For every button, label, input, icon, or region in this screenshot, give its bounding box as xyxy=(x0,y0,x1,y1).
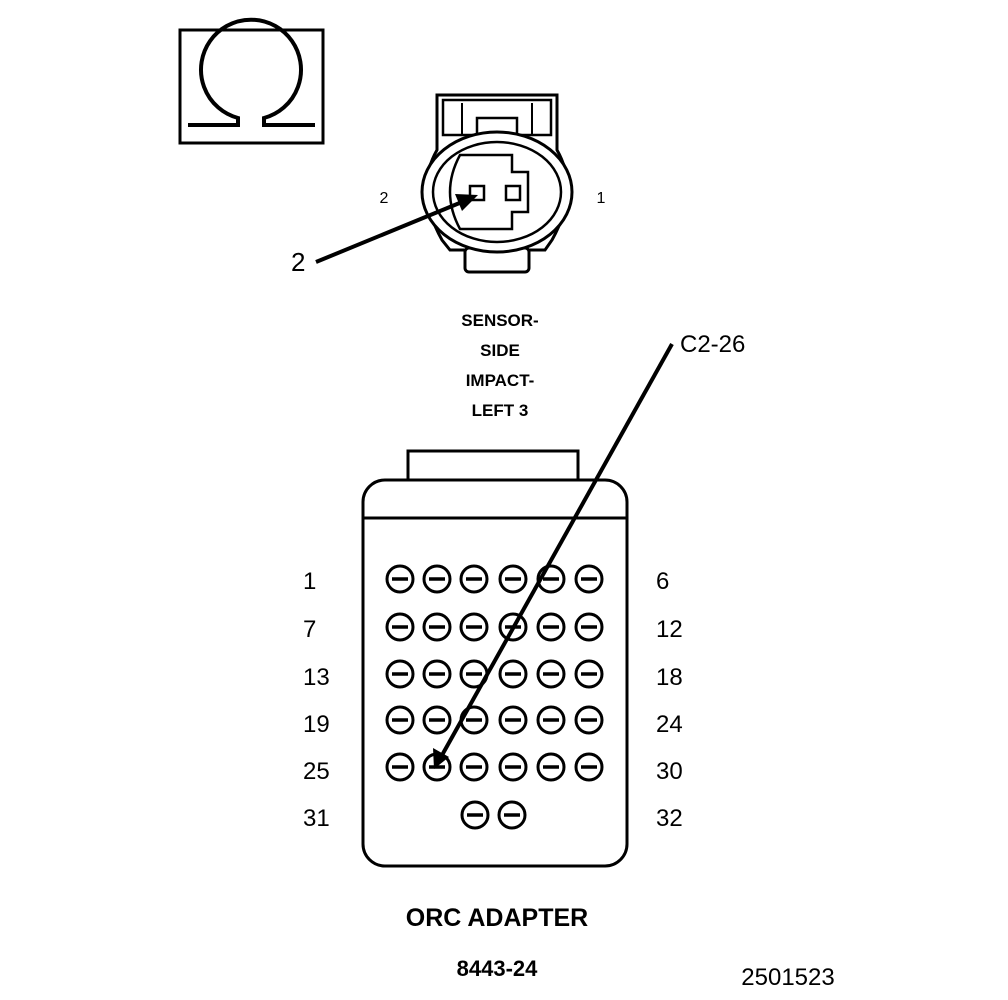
adapter-title: ORC ADAPTER xyxy=(406,904,588,932)
ohmmeter-symbol xyxy=(178,17,325,145)
adapter-row-label-right: 12 xyxy=(656,616,683,643)
sensor-callout-leader xyxy=(315,200,463,264)
sensor-callout-label: 2 xyxy=(291,247,305,277)
adapter-callout-label: C2-26 xyxy=(680,331,745,358)
sensor-pin-right-label: 1 xyxy=(597,190,606,207)
adapter-row-label-left: 19 xyxy=(303,711,330,738)
sensor-callout-arrowhead xyxy=(455,194,478,211)
adapter-row-label-left: 7 xyxy=(303,616,316,643)
adapter-row-label-right: 6 xyxy=(656,568,669,595)
sensor-name-line: IMPACT- xyxy=(466,371,535,390)
ohm-icon xyxy=(188,17,315,127)
sensor-name-line: LEFT 3 xyxy=(472,401,529,420)
sensor-name-line: SIDE xyxy=(480,341,520,360)
adapter-callout-arrowhead xyxy=(433,748,449,769)
adapter-part-number: 8443-24 xyxy=(457,956,539,981)
adapter-row-label-left: 25 xyxy=(303,758,330,785)
adapter-row-labels: 1 7 13 19 25 31 6 12 18 24 30 32 xyxy=(303,568,683,832)
adapter-row-label-left: 31 xyxy=(303,805,330,832)
adapter-row-label-right: 30 xyxy=(656,758,683,785)
sensor-name-line: SENSOR- xyxy=(461,311,538,330)
sensor-pin-left-label: 2 xyxy=(380,190,389,207)
adapter-row-label-right: 18 xyxy=(656,664,683,691)
figure-id: 2501523 xyxy=(741,964,834,991)
sensor-connector: 2 1 xyxy=(380,93,606,274)
sensor-name: SENSOR- SIDE IMPACT- LEFT 3 xyxy=(461,311,538,420)
adapter-callout-leader xyxy=(439,343,674,758)
sensor-pin-1 xyxy=(504,184,522,202)
adapter-row-label-left: 13 xyxy=(303,664,330,691)
sensor-face xyxy=(448,153,530,231)
adapter-row-label-right: 32 xyxy=(656,805,683,832)
adapter-row-label-right: 24 xyxy=(656,711,683,738)
adapter-row-label-left: 1 xyxy=(303,568,316,595)
